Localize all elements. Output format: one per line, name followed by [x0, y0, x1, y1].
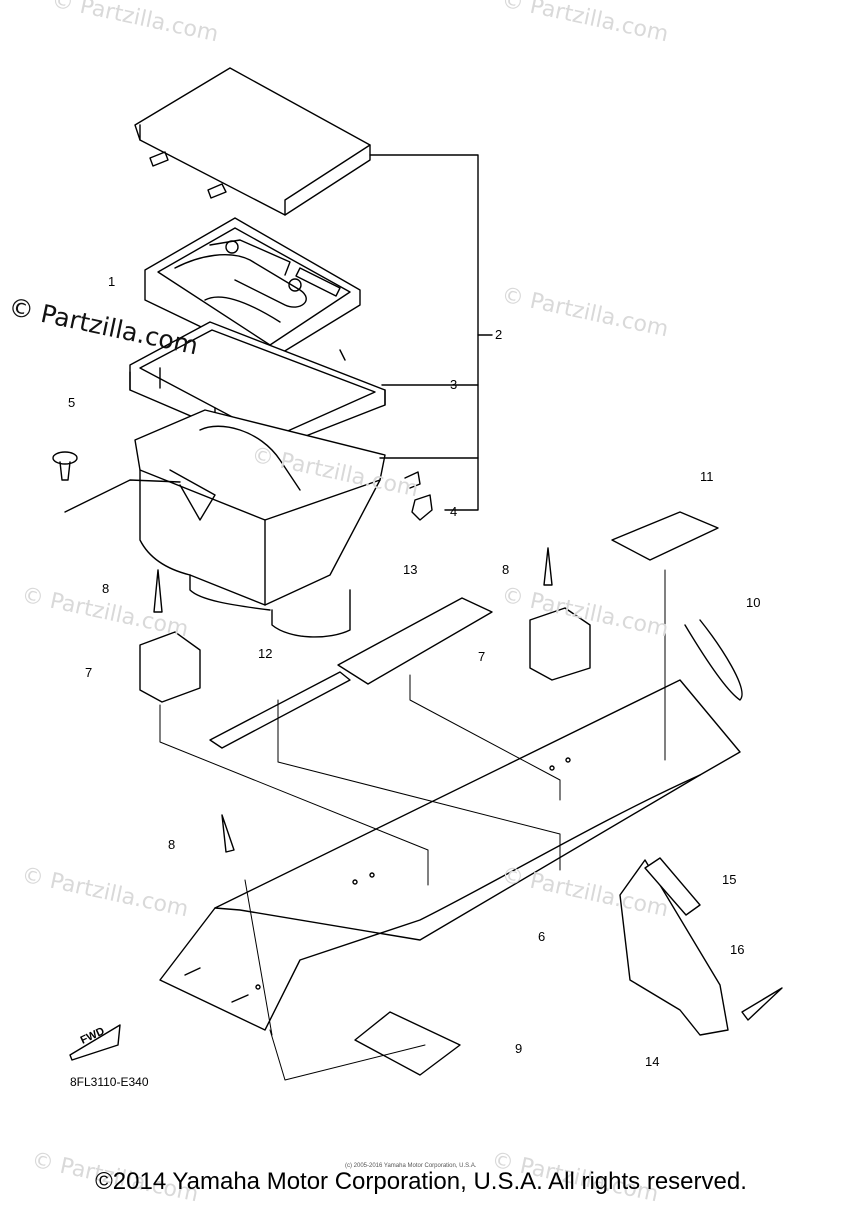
leader-lines — [159, 569, 666, 1081]
spacer — [644, 857, 701, 916]
callout-2: 2 — [495, 327, 503, 342]
callout-4: 4 — [450, 504, 458, 519]
bracket-right — [529, 607, 591, 681]
callout-11: 11 — [700, 469, 714, 484]
callout-8: 8 — [102, 581, 110, 596]
rivet-1 — [153, 569, 163, 613]
storage-box — [134, 409, 386, 638]
bracket-left — [139, 631, 201, 703]
mat — [611, 511, 719, 561]
callout-10: 10 — [746, 595, 761, 610]
copyright-notice: ©2014 Yamaha Motor Corporation, U.S.A. A… — [95, 1168, 747, 1195]
tool-tray — [144, 217, 361, 361]
callout-8: 8 — [168, 837, 176, 852]
fwd-arrow — [69, 1024, 121, 1061]
callout-3: 3 — [450, 377, 458, 392]
callout-12: 12 — [258, 646, 273, 661]
rivet-2 — [543, 547, 553, 586]
storage-lid — [134, 67, 371, 216]
callout-15: 15 — [722, 872, 737, 887]
callout-14: 14 — [645, 1054, 660, 1069]
pad — [354, 1011, 461, 1076]
tray-frame — [129, 321, 386, 451]
callout-bracket — [369, 154, 493, 511]
strip-12 — [209, 671, 351, 749]
rivet-3 — [221, 814, 235, 853]
diagram-code: 8FL3110-E340 — [70, 1075, 149, 1089]
bolt — [52, 451, 181, 513]
screw — [741, 987, 783, 1021]
clip — [404, 471, 433, 521]
callout-7: 7 — [85, 665, 93, 680]
callout-16: 16 — [730, 942, 745, 957]
strip-13 — [337, 597, 493, 685]
callout-1: 1 — [108, 274, 116, 289]
callout-9: 9 — [515, 1041, 523, 1056]
callout-5: 5 — [68, 395, 76, 410]
cable — [684, 619, 743, 701]
callout-13: 13 — [403, 562, 418, 577]
tiny-copyright: (c) 2005-2016 Yamaha Motor Corporation, … — [345, 1163, 477, 1169]
callout-8: 8 — [502, 562, 510, 577]
callout-7: 7 — [478, 649, 486, 664]
callout-6: 6 — [538, 929, 546, 944]
